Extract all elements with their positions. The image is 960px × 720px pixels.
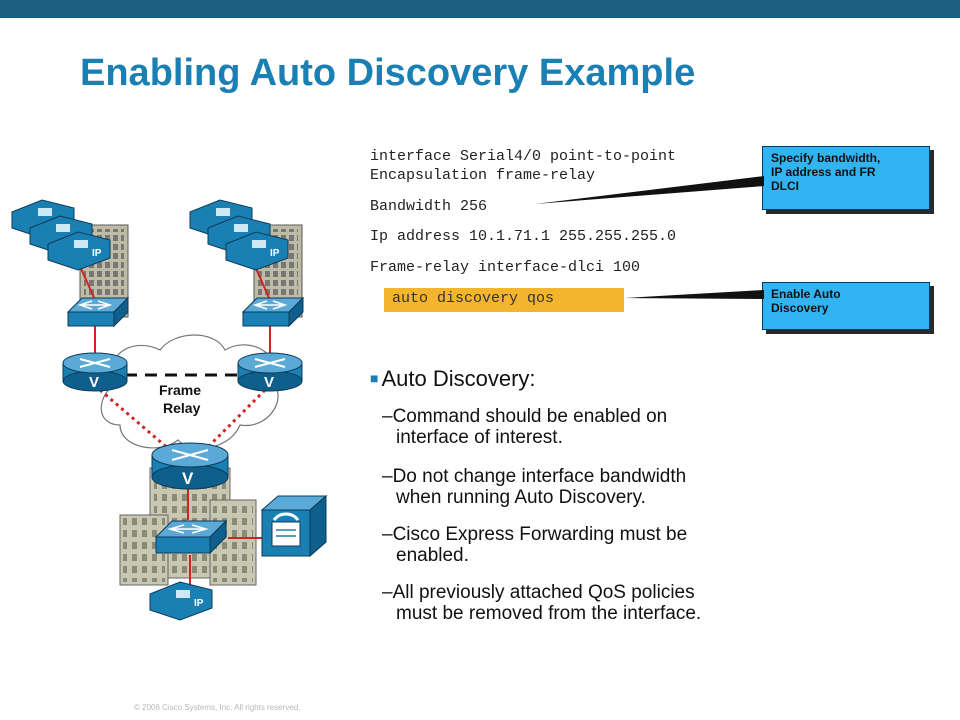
- callout-pointer: [625, 290, 764, 299]
- left-building: [79, 224, 129, 318]
- switch-hq-icon: [154, 519, 228, 555]
- lan-links: [74, 254, 271, 590]
- frame-relay-cloud: [100, 334, 279, 449]
- phone-label: IP: [234, 216, 244, 227]
- phone-label: IP: [194, 598, 204, 609]
- ip-phone-bottom: IP: [149, 581, 213, 621]
- bullet-line: interface of interest.: [396, 427, 563, 448]
- code-highlight: [384, 288, 624, 312]
- router-hq-icon: V: [151, 442, 229, 490]
- code-line-interface: interface Serial4/0 point-to-point: [370, 148, 677, 165]
- bullet-line: must be removed from the interface.: [396, 603, 702, 624]
- bullet-line: –Command should be enabled on: [382, 406, 668, 427]
- phone-label: IP: [56, 216, 66, 227]
- callout-line: Discovery: [771, 301, 829, 315]
- phone-label: IP: [270, 248, 280, 259]
- callout-enable-auto-discovery: Enable Auto Discovery: [762, 282, 930, 330]
- switch-right-icon: [241, 296, 305, 328]
- hq-building: [119, 467, 257, 586]
- callout-line: DLCI: [771, 179, 799, 193]
- callout-line: Enable Auto: [771, 287, 841, 301]
- bullet-line: enabled.: [396, 545, 469, 566]
- ip-phones-right: IP IP IP: [189, 199, 289, 271]
- code-line-encapsulation: Encapsulation frame-relay: [370, 167, 596, 184]
- callout-line: Specify bandwidth,: [771, 151, 881, 165]
- callout-bandwidth: Specify bandwidth, IP address and FR DLC…: [762, 146, 930, 210]
- slide-title: Enabling Auto Discovery Example: [80, 52, 696, 94]
- phone-label: IP: [74, 232, 84, 243]
- bullet-line: –All previously attached QoS policies: [382, 582, 695, 603]
- bullet-heading-text: Auto Discovery:: [381, 366, 536, 391]
- code-line-auto-discovery: auto discovery qos: [392, 290, 555, 307]
- router-left-icon: V: [62, 352, 128, 392]
- top-bar: [0, 0, 960, 18]
- router-right-icon: V: [237, 352, 303, 392]
- router-label: V: [182, 469, 194, 488]
- router-label: V: [264, 374, 274, 391]
- phone-label: IP: [92, 248, 102, 259]
- bullet-line: –Cisco Express Forwarding must be: [382, 524, 688, 545]
- router-label: V: [89, 374, 99, 391]
- bullet-square-icon: ■: [370, 370, 379, 386]
- ip-phones-left: IP IP IP: [11, 199, 111, 271]
- code-line-dlci: Frame-relay interface-dlci 100: [370, 259, 641, 276]
- call-manager-icon: [260, 494, 328, 558]
- copyright-text: © 2006 Cisco Systems, Inc. All rights re…: [134, 703, 301, 712]
- right-building: [253, 224, 303, 318]
- frame-relay-links: [99, 388, 267, 452]
- callout-line: IP address and FR: [771, 165, 876, 179]
- cloud-label-relay: Relay: [163, 400, 201, 416]
- bullet-line: –Do not change interface bandwidth: [382, 466, 687, 487]
- bullet-heading: ■Auto Discovery:: [370, 366, 536, 392]
- bullet-line: when running Auto Discovery.: [396, 487, 646, 508]
- code-line-bandwidth: Bandwidth 256: [370, 198, 488, 215]
- phone-label: IP: [252, 232, 262, 243]
- cloud-label-frame: Frame: [159, 382, 201, 398]
- code-line-ip-address: Ip address 10.1.71.1 255.255.255.0: [370, 228, 677, 245]
- switch-left-icon: [66, 296, 130, 328]
